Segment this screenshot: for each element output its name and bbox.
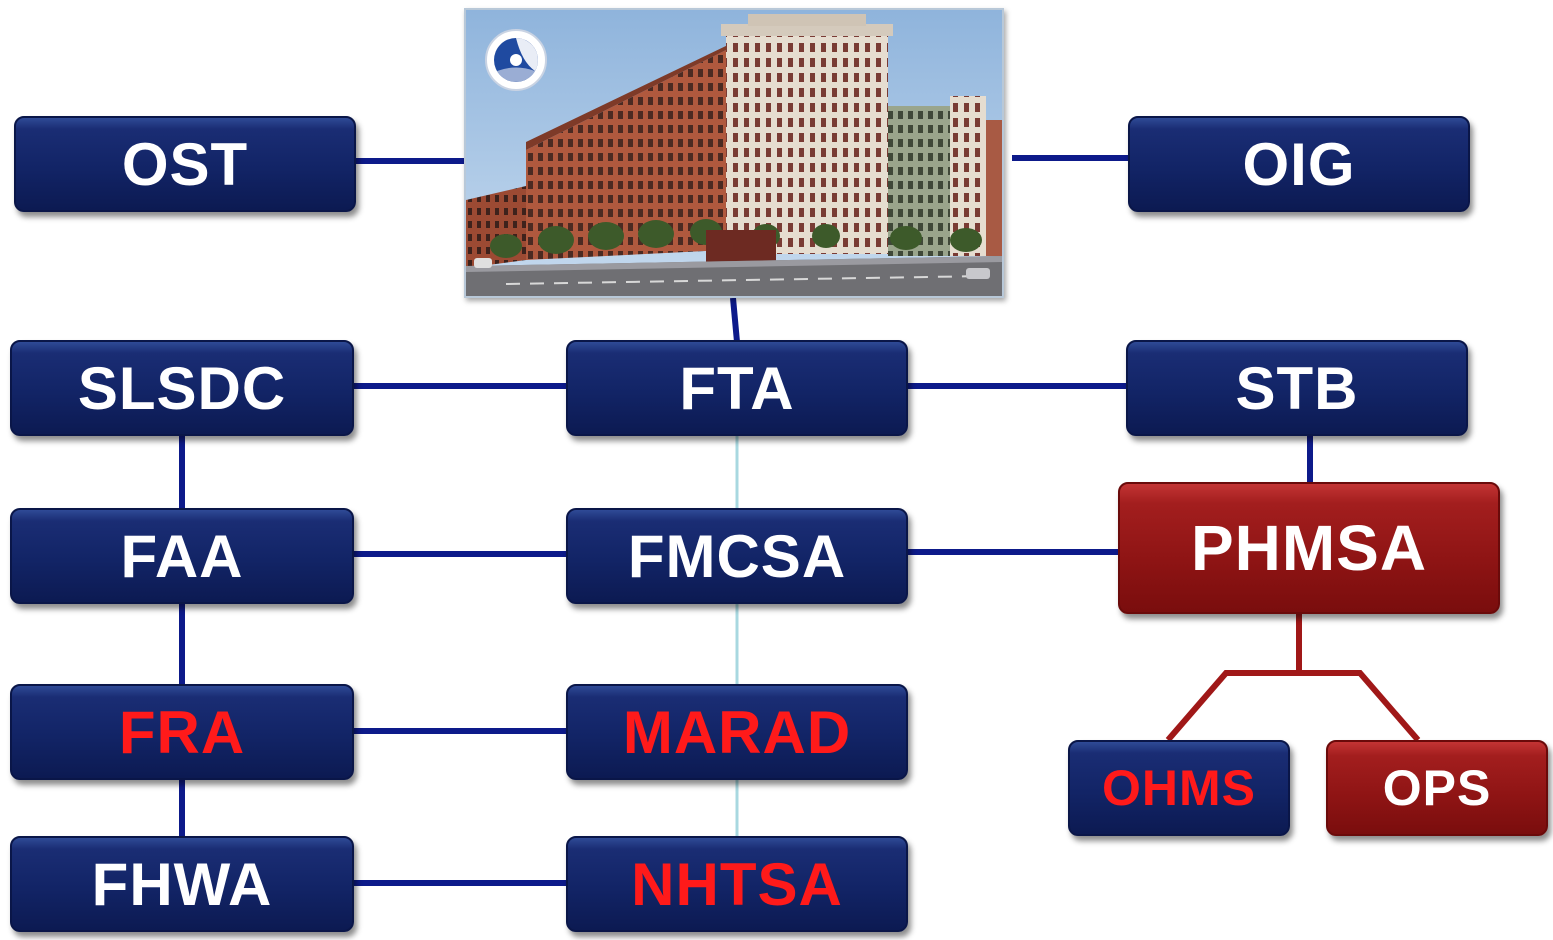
box-nhtsa-label: NHTSA bbox=[631, 850, 843, 918]
box-marad: MARAD bbox=[566, 684, 908, 780]
box-faa-label: FAA bbox=[120, 522, 244, 590]
box-ost: OST bbox=[14, 116, 356, 212]
headquarters-photo bbox=[464, 8, 1004, 298]
connector-photo-fta bbox=[730, 297, 740, 343]
box-fhwa: FHWA bbox=[10, 836, 354, 932]
box-slsdc: SLSDC bbox=[10, 340, 354, 436]
box-fra-label: FRA bbox=[118, 698, 246, 766]
box-phmsa-label: PHMSA bbox=[1190, 512, 1428, 584]
box-nhtsa: NHTSA bbox=[566, 836, 908, 932]
box-fmcsa-label: FMCSA bbox=[627, 522, 847, 590]
connector-phmsa-branch bbox=[1165, 670, 1421, 742]
box-stb-label: STB bbox=[1235, 354, 1359, 422]
box-fra: FRA bbox=[10, 684, 354, 780]
box-fta-label: FTA bbox=[679, 354, 795, 422]
box-stb: STB bbox=[1126, 340, 1468, 436]
box-ops-label: OPS bbox=[1382, 760, 1492, 816]
box-ops: OPS bbox=[1326, 740, 1548, 836]
box-faa: FAA bbox=[10, 508, 354, 604]
box-ohms-label: OHMS bbox=[1102, 760, 1256, 816]
box-slsdc-label: SLSDC bbox=[77, 354, 287, 422]
dot-seal-icon bbox=[485, 29, 547, 91]
box-oig-label: OIG bbox=[1242, 130, 1356, 198]
box-fhwa-label: FHWA bbox=[91, 850, 273, 918]
box-ost-label: OST bbox=[121, 130, 249, 198]
box-ohms: OHMS bbox=[1068, 740, 1290, 836]
box-fmcsa: FMCSA bbox=[566, 508, 908, 604]
box-phmsa: PHMSA bbox=[1118, 482, 1500, 614]
box-fta: FTA bbox=[566, 340, 908, 436]
box-oig: OIG bbox=[1128, 116, 1470, 212]
box-marad-label: MARAD bbox=[622, 698, 852, 766]
